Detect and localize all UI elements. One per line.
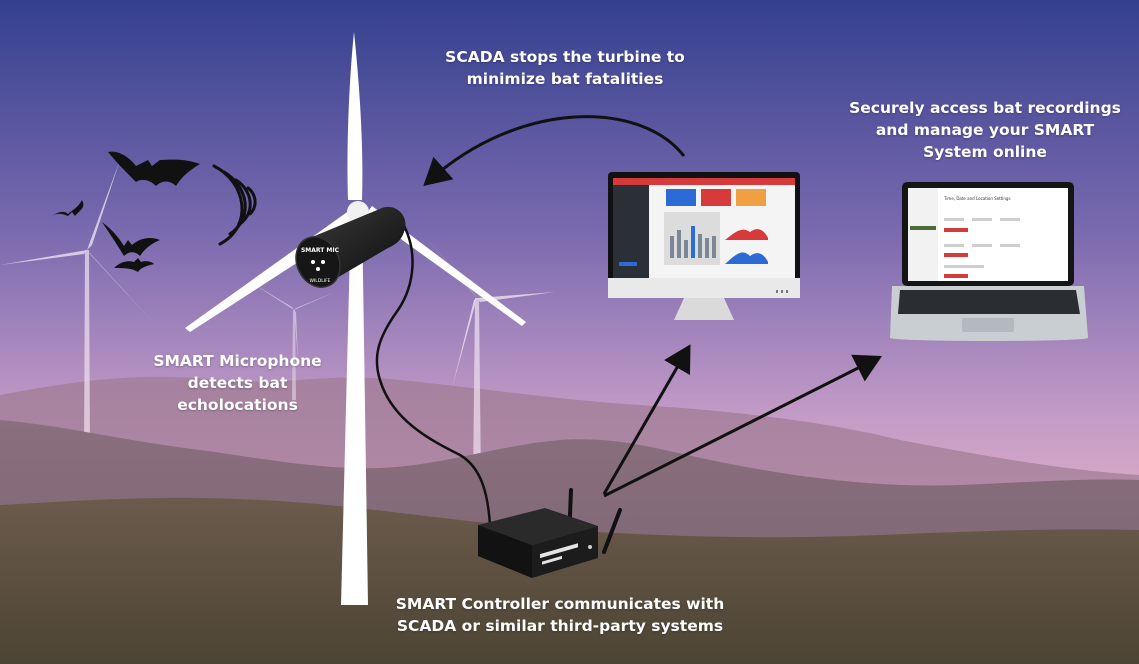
label-smart-microphone: SMART Microphone detects bat echolocatio… bbox=[120, 350, 355, 416]
background-turbine-left bbox=[0, 160, 160, 458]
label-line: and manage your SMART bbox=[875, 121, 1095, 139]
arrow-controller-to-monitor bbox=[602, 344, 691, 495]
mic-label: SMART MIC bbox=[301, 247, 340, 254]
label-line: Securely access bat recordings bbox=[849, 99, 1121, 117]
arrow-scada-to-turbine bbox=[423, 115, 686, 186]
smart-controller bbox=[478, 488, 622, 578]
bats-icon bbox=[52, 151, 200, 272]
label-line: SMART Controller communicates with bbox=[395, 595, 725, 613]
sound-waves-icon bbox=[212, 164, 257, 246]
label-line: minimize bat fatalities bbox=[466, 70, 664, 88]
microphone-cable bbox=[375, 221, 492, 526]
label-line: echolocations bbox=[177, 396, 298, 414]
label-line: System online bbox=[923, 143, 1047, 161]
label-secure-access: Securely access bat recordings and manag… bbox=[835, 97, 1135, 163]
laptop: Time, Date and Location Settings bbox=[890, 182, 1088, 341]
label-line: SMART Microphone bbox=[153, 352, 322, 370]
mic-brand: WILDLIFE bbox=[309, 278, 330, 284]
laptop-screen-title: Time, Date and Location Settings bbox=[943, 196, 1011, 201]
ground bbox=[0, 497, 1139, 664]
label-line: SCADA or similar third-party systems bbox=[396, 617, 724, 635]
label-line: SCADA stops the turbine to bbox=[445, 48, 685, 66]
desktop-monitor bbox=[608, 172, 800, 320]
arrow-controller-to-laptop bbox=[603, 354, 883, 498]
background-turbine-small bbox=[250, 282, 335, 400]
label-line: detects bat bbox=[187, 374, 288, 392]
label-scada-stops-turbine: SCADA stops the turbine to minimize bat … bbox=[420, 46, 710, 90]
smart-microphone: SMART MIC WILDLIFE bbox=[295, 206, 406, 288]
label-smart-controller: SMART Controller communicates with SCADA… bbox=[370, 593, 750, 637]
